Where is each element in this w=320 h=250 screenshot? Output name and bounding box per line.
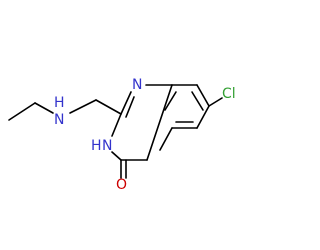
bond-c8a-c4a [146, 84, 173, 161]
bond-ch2-nh [34, 102, 54, 114]
bond-c8-c7 [196, 84, 210, 107]
atom-nh-h-label: H [54, 95, 65, 111]
bond-nh-ch2 [69, 99, 97, 114]
atom-n1-label: N [132, 77, 142, 93]
bond-c2-n3 [111, 113, 122, 137]
bond-c2-n1 [120, 91, 132, 115]
molecule-diagram: N N H N H O Cl [8, 77, 236, 193]
bond-c2-n1-double [125, 96, 135, 118]
atom-n3-label: N [102, 138, 112, 154]
bond-c8-c7-double [191, 91, 204, 111]
bond-c5-c4a [159, 127, 173, 151]
atom-h3-label: H [91, 138, 102, 154]
atom-o-label: O [116, 177, 127, 193]
bond-c7-cl [208, 97, 223, 107]
atom-nh-n-label: N [54, 112, 64, 128]
bond-ch2-c2 [95, 99, 122, 115]
bond-n3-c4 [111, 151, 122, 161]
atom-cl-label: Cl [222, 86, 236, 102]
bond-ch3-ch2 [8, 102, 36, 121]
bond-c4a-c8a-inner [164, 91, 177, 111]
bond-c7-c6 [196, 105, 210, 129]
